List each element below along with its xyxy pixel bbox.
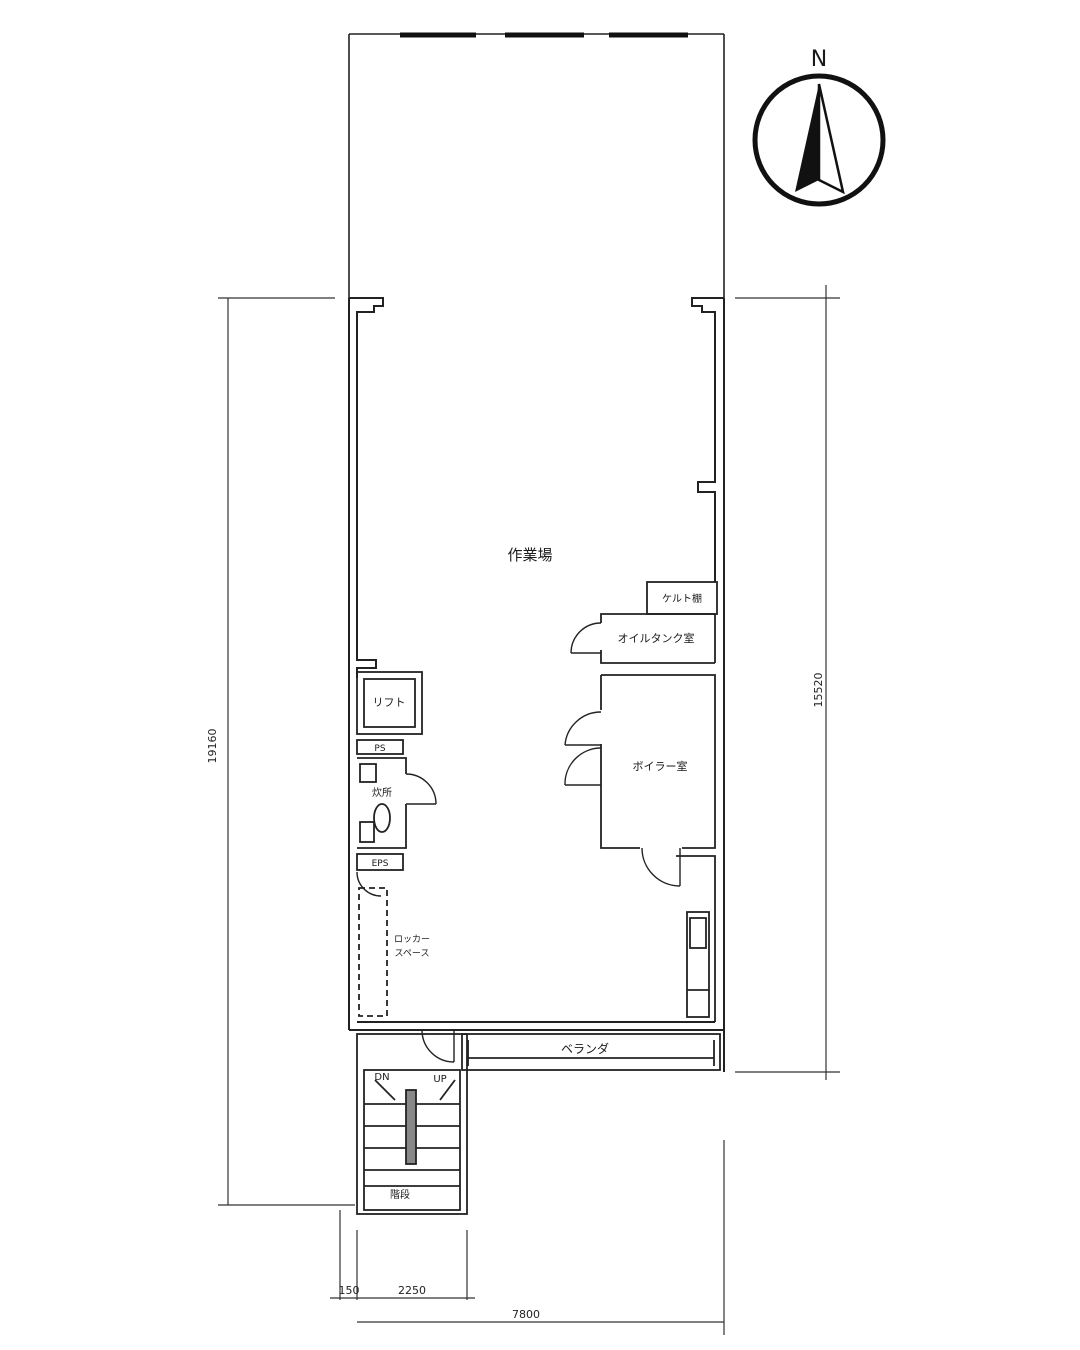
upper-yard [348, 33, 725, 298]
label-locker-1: ロッカー [394, 934, 430, 945]
dim-total-height: 19160 [206, 729, 219, 764]
label-locker-2: スペース [395, 949, 430, 959]
dim-total-width: 7800 [512, 1308, 540, 1321]
dim-bottom-left: 150 [339, 1284, 360, 1297]
door-swings-right [564, 622, 681, 887]
label-oil-tank-room: オイルタンク室 [618, 631, 695, 645]
label-veranda: ベランダ [561, 1041, 609, 1056]
dim-building-height: 15520 [812, 673, 825, 708]
dim-bottom-mid: 2250 [398, 1284, 426, 1297]
left-rooms [356, 671, 423, 1017]
label-shelf: ケルト棚 [662, 592, 702, 605]
dimension-lines [218, 285, 840, 1335]
north-arrow-icon: N [752, 47, 886, 207]
label-ps: PS [374, 744, 385, 754]
staircase [356, 1033, 468, 1215]
label-workshop: 作業場 [507, 546, 552, 564]
label-stairs: 階段 [390, 1188, 410, 1201]
label-lift: リフト [373, 696, 406, 709]
building-walls [348, 297, 725, 1072]
label-stair-up: UP [433, 1074, 446, 1085]
right-rooms [600, 581, 718, 1022]
label-boiler-room: ボイラー室 [633, 759, 688, 773]
compass-letter: N [811, 47, 827, 72]
label-stair-dn: DN [374, 1072, 389, 1083]
label-kitchen: 炊所 [372, 786, 392, 799]
door-swings-left [356, 773, 455, 1063]
label-eps: EPS [372, 859, 389, 869]
veranda [461, 1033, 721, 1071]
